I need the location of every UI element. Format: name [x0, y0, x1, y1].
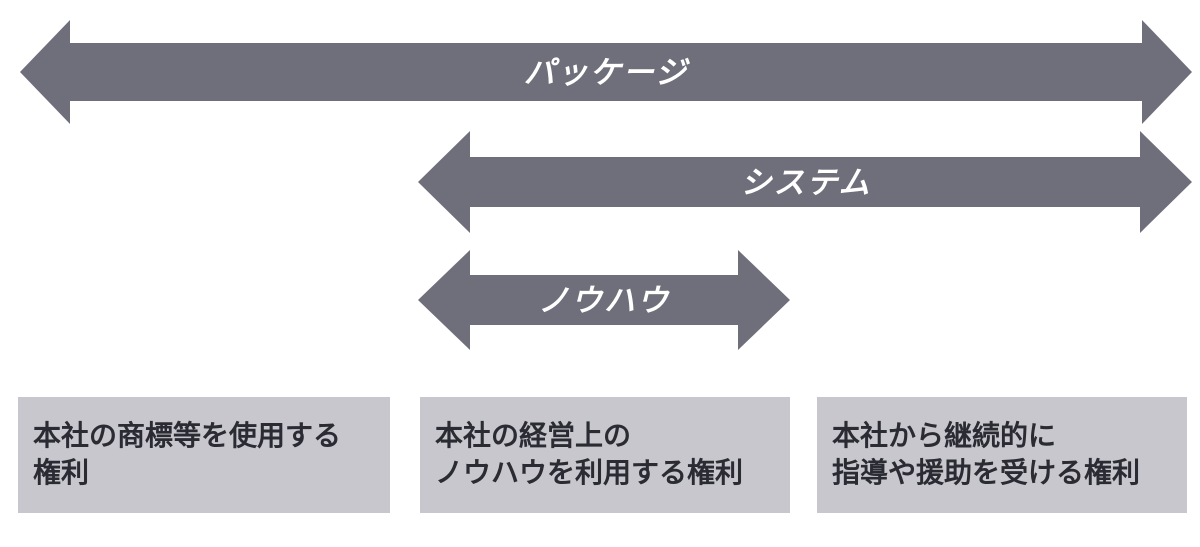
guidance-rights-line-1: 本社から継続的に [832, 420, 1057, 451]
trademark-rights-box: 本社の商標等を使用する 権利 [18, 397, 390, 513]
trademark-rights-line-2: 権利 [33, 457, 90, 488]
package-arrow [20, 20, 1192, 124]
knowhow-rights-line-2: ノウハウを利用する権利 [435, 457, 744, 488]
package-arrow-label: パッケージ [524, 55, 690, 90]
knowhow-arrow [418, 250, 790, 350]
system-arrow [418, 131, 1192, 233]
knowhow-rights-box: 本社の経営上の ノウハウを利用する権利 [420, 397, 790, 513]
guidance-rights-box: 本社から継続的に 指導や援助を受ける権利 [817, 397, 1187, 513]
knowhow-arrow-group: ノウハウ [418, 250, 790, 350]
system-arrow-group: システム [418, 131, 1192, 233]
trademark-rights-line-1: 本社の商標等を使用する [33, 420, 342, 451]
knowhow-rights-line-1: 本社の経営上の [435, 420, 632, 451]
knowhow-arrow-label: ノウハウ [538, 283, 670, 318]
guidance-rights-line-2: 指導や援助を受ける権利 [832, 457, 1141, 488]
system-arrow-label: システム [740, 165, 871, 200]
package-arrow-group: パッケージ [20, 20, 1192, 124]
